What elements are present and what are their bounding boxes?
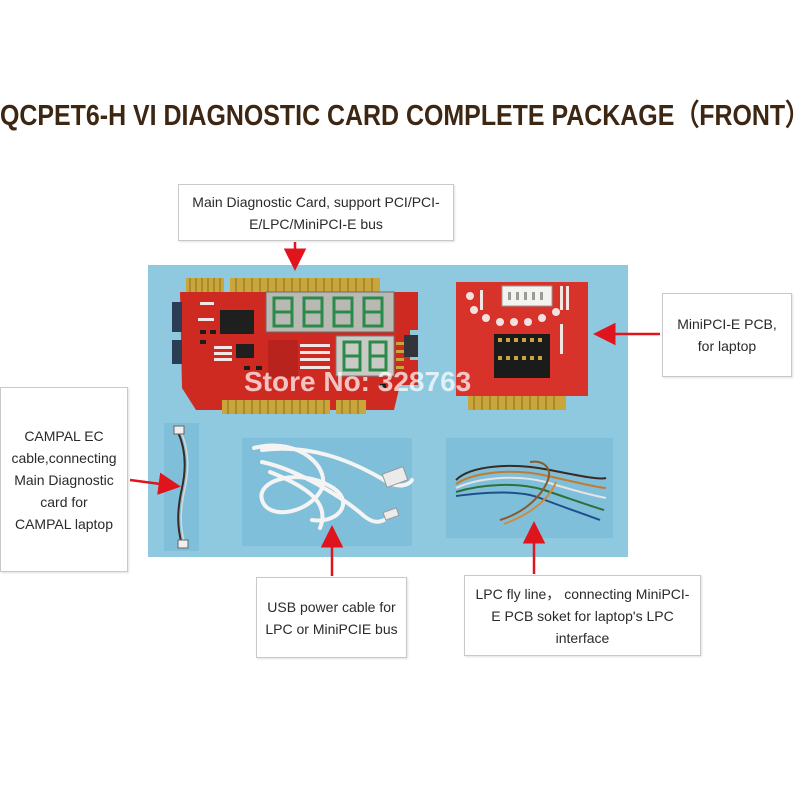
callout-campal-cable: CAMPAL EC cable,connecting Main Diagnost… (0, 387, 128, 572)
callout-line: interface (555, 629, 610, 646)
callout-line: E PCB soket for laptop's LPC (491, 607, 674, 624)
callout-line: MiniPCI-E PCB, (677, 316, 777, 332)
callout-line: LPC fly line， connecting MiniPCI- (475, 585, 690, 602)
page-title: QCPET6-H VI DIAGNOSTIC CARD COMPLETE PAC… (0, 100, 800, 132)
callout-line: LPC or MiniPCIE bus (265, 620, 398, 637)
usb-a-connector (381, 466, 409, 488)
main-diagnostic-card (172, 278, 418, 414)
lpc-fly-line (455, 460, 607, 525)
callout-line: for laptop (697, 338, 757, 354)
arrow-campal-cable (129, 472, 181, 495)
callout-lpc-fly-line: LPC fly line， connecting MiniPCI- E PCB … (464, 575, 701, 656)
callout-line: Main Diagnostic (14, 471, 114, 488)
callout-arrows (129, 242, 660, 576)
callout-main-diagnostic-card: Main Diagnostic Card, support PCI/PCI- E… (178, 184, 454, 241)
store-watermark: Store No: 328763 (244, 366, 472, 397)
callout-line: cable,connecting (11, 449, 117, 466)
callout-minipcie-pcb: MiniPCI-E PCB, for laptop (662, 293, 792, 377)
callout-usb-power-cable: USB power cable for LPC or MiniPCIE bus (256, 577, 407, 658)
minipcie-pcb (456, 282, 588, 410)
callout-line: card for (40, 493, 88, 510)
callout-line: E/LPC/MiniPCI-E bus (249, 215, 383, 232)
callout-line: USB power cable for (267, 598, 396, 615)
callout-line: CAMPAL laptop (14, 515, 114, 532)
micro-usb-connector (382, 507, 400, 521)
campal-cable (173, 425, 189, 549)
callout-line: CAMPAL EC (24, 427, 104, 444)
usb-cable (252, 443, 414, 530)
callout-line: Main Diagnostic Card, support PCI/PCI- (192, 193, 440, 210)
